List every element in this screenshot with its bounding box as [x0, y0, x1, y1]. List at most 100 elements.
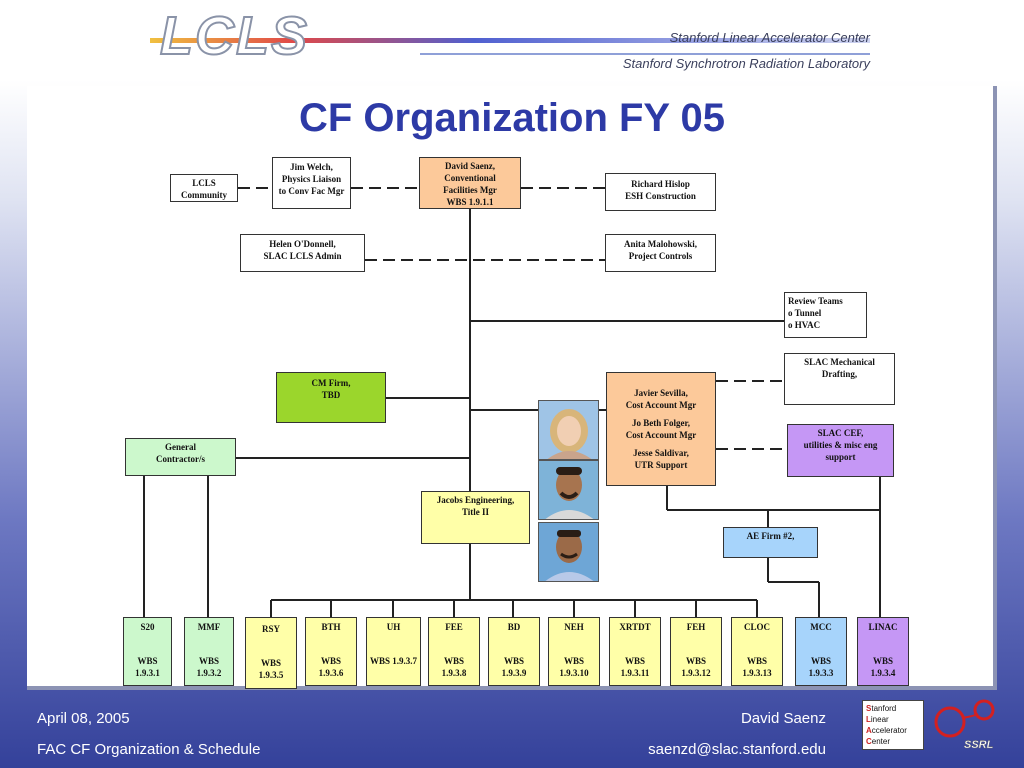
box-spacer: [734, 633, 780, 655]
box-text: Jim Welch,: [290, 162, 333, 172]
box-spacer: [798, 633, 844, 655]
wbs-box-rsy: RSY WBS 1.9.3.5: [245, 617, 297, 689]
box-review-teams: Review Teams o Tunnel o HVAC: [784, 292, 867, 338]
wbs-box-cloc: CLOC WBS 1.9.3.13: [731, 617, 783, 686]
wbs-box-linac: LINAC WBS 1.9.3.4: [857, 617, 909, 686]
box-text: David Saenz,: [444, 161, 495, 171]
wbs-number: 1.9.3.2: [196, 668, 222, 678]
box-spacer: [673, 633, 719, 655]
wbs-box-feh: FEH WBS 1.9.3.12: [670, 617, 722, 686]
box-text: o Tunnel: [788, 308, 822, 318]
wbs-name: MMF: [197, 622, 221, 632]
wbs-number: WBS: [198, 656, 219, 666]
logo-text: inear: [870, 715, 889, 724]
box-slac-mechanical-drafting: SLAC Mechanical Drafting,: [784, 353, 895, 405]
lcls-logo: LCLS: [159, 5, 309, 67]
box-text: to Conv Fac Mgr: [278, 186, 345, 196]
ssrl-ring-logo: SSRL: [934, 699, 995, 751]
box-cm-firm: CM Firm, TBD: [276, 372, 386, 423]
logo-text: tanford: [871, 704, 897, 713]
person-photo-3: [538, 522, 599, 582]
wbs-name: LINAC: [868, 622, 898, 632]
box-text: Anita Malohowski,: [623, 239, 697, 249]
wbs-number: 1.9.3.4: [870, 668, 896, 678]
logo-text: enter: [871, 737, 891, 746]
box-spacer: [551, 633, 597, 655]
box-text: Title II: [461, 507, 490, 517]
wbs-number: 1.9.3.1: [135, 668, 160, 678]
box-jim-welch: Jim Welch, Physics Liaison to Conv Fac M…: [272, 157, 351, 209]
logo-stripe: [150, 38, 870, 43]
box-text: SLAC CEF,: [817, 428, 864, 438]
logo-line: Stanford: [866, 703, 920, 714]
wbs-name: UH: [386, 622, 401, 632]
logo-line: Accelerator: [866, 725, 920, 736]
box-text: Jacobs Engineering,: [436, 495, 515, 505]
box-spacer: [308, 633, 354, 655]
wbs-number: 1.9.3.13: [742, 668, 772, 678]
box-jacobs-engineering: Jacobs Engineering, Title II: [421, 491, 530, 544]
logo-initial: A: [866, 726, 872, 735]
wbs-number: WBS: [810, 656, 831, 666]
box-text: Contractor/s: [156, 454, 205, 464]
box-text: General: [165, 442, 196, 452]
box-text: Conventional: [444, 173, 496, 183]
header-lab-slac: Stanford Linear Accelerator Center: [669, 30, 870, 45]
box-text: AE Firm #2,: [746, 531, 795, 541]
box-text: SLAC Mechanical: [804, 357, 875, 367]
wbs-number: 1.9.3.12: [681, 668, 711, 678]
box-text: Community: [180, 190, 227, 200]
box-text: WBS 1.9.1.1: [446, 197, 494, 207]
wbs-name: CLOC: [743, 622, 770, 632]
wbs-box-bth: BTH WBS 1.9.3.6: [305, 617, 357, 686]
box-text: Cost Account Mgr: [625, 430, 697, 440]
box-spacer: [369, 633, 418, 655]
logo-line: Linear: [866, 714, 920, 725]
wbs-box-fee: FEE WBS 1.9.3.8: [428, 617, 480, 686]
box-text: utilities & misc eng: [803, 440, 878, 450]
wbs-name: BD: [507, 622, 521, 632]
wbs-number: WBS: [563, 656, 584, 666]
person-photo-2: [538, 460, 599, 520]
wbs-number: WBS: [137, 656, 158, 666]
box-text: Project Controls: [628, 251, 693, 261]
box-text: ESH Construction: [625, 191, 696, 201]
wbs-number: 1.9.3.3: [808, 668, 834, 678]
box-text: Jesse Saldivar,: [633, 448, 689, 458]
wbs-number: 1.9.3.6: [318, 668, 344, 678]
wbs-box-uh: UH WBS 1.9.3.7: [366, 617, 421, 686]
wbs-number: 1.9.3.10: [559, 668, 589, 678]
box-spacer: [431, 633, 477, 655]
wbs-number: 1.9.3.8: [441, 668, 467, 678]
box-text: Physics Liaison: [281, 174, 342, 184]
box-text: Jo Beth Folger,: [632, 418, 690, 428]
box-spacer: [126, 633, 169, 655]
wbs-box-mcc: MCC WBS 1.9.3.3: [795, 617, 847, 686]
box-richard-hislop: Richard Hislop ESH Construction: [605, 173, 716, 211]
wbs-box-s20: S20 WBS 1.9.3.1: [123, 617, 172, 686]
box-text: UTR Support: [634, 460, 688, 470]
box-spacer: [860, 633, 906, 655]
wbs-name: FEE: [445, 622, 463, 632]
box-spacer: [491, 633, 537, 655]
wbs-name: XRTDT: [619, 622, 651, 632]
wbs-name: S20: [140, 622, 155, 632]
box-ae-firm-2: AE Firm #2,: [723, 527, 818, 558]
box-david-saenz: David Saenz, Conventional Facilities Mgr…: [419, 157, 521, 209]
box-helen-odonnell: Helen O'Donnell, SLAC LCLS Admin: [240, 234, 365, 272]
wbs-name: NEH: [564, 622, 584, 632]
logo-line: Center: [866, 736, 920, 747]
box-text: o HVAC: [788, 320, 821, 330]
wbs-number: WBS: [260, 658, 281, 668]
wbs-number: WBS: [624, 656, 645, 666]
wbs-number: WBS: [443, 656, 464, 666]
footer-subtitle: FAC CF Organization & Schedule: [37, 741, 261, 758]
box-javier-sevilla: Javier Sevilla, Cost Account Mgr Jo Beth…: [606, 372, 716, 486]
box-text: Drafting,: [821, 369, 858, 379]
box-text: CM Firm,: [311, 378, 351, 388]
wbs-name: FEH: [686, 622, 706, 632]
logo-initial: L: [866, 715, 871, 724]
ssrl-text: SSRL: [964, 739, 994, 751]
box-text: Review Teams: [788, 296, 843, 306]
box-spacer: [187, 633, 231, 655]
